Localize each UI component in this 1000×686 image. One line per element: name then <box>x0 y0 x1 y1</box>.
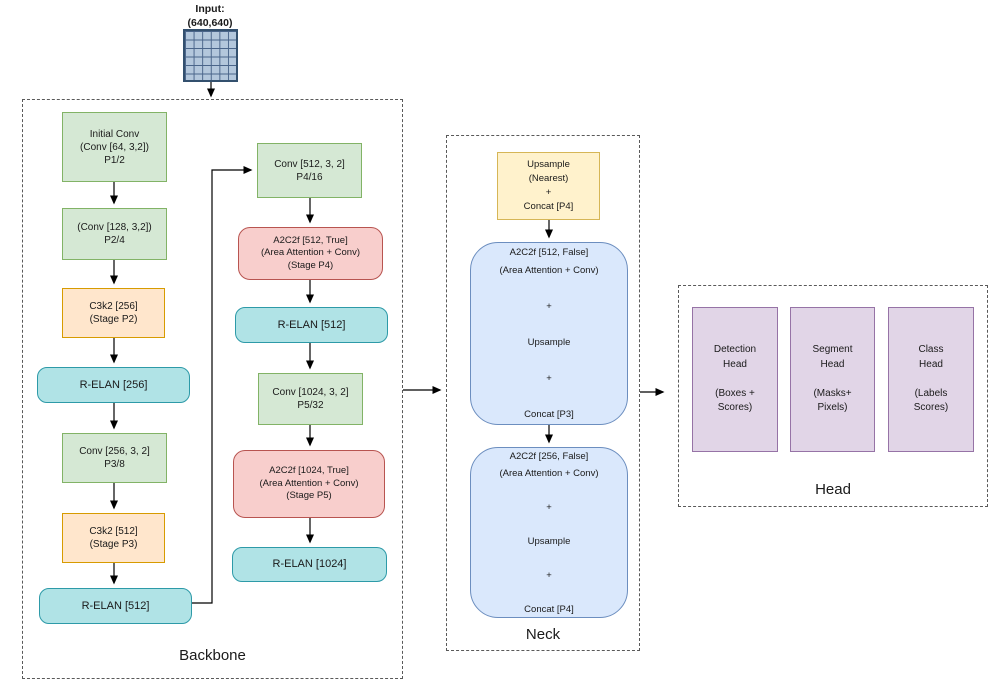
node-segment-head: Segment Head (Masks+ Pixels) <box>790 307 875 452</box>
node-conv-512: Conv [512, 3, 2] P4/16 <box>257 143 362 198</box>
node-c3k2-512: C3k2 [512] (Stage P3) <box>62 513 165 563</box>
node-a2c2f-512-false: A2C2f [512, False] (Area Attention + Con… <box>470 242 628 425</box>
head-label: Head <box>815 481 851 498</box>
neck-container: Neck <box>446 135 640 651</box>
backbone-container: Backbone <box>22 99 403 679</box>
node-conv-128: (Conv [128, 3,2]) P2/4 <box>62 208 167 260</box>
node-a2c2f-512-true: A2C2f [512, True] (Area Attention + Conv… <box>238 227 383 280</box>
node-r-elan-512-stage3: R-ELAN [512] <box>39 588 192 624</box>
input-image-grid <box>183 29 238 82</box>
neck-label: Neck <box>525 626 561 643</box>
node-initial-conv: Initial Conv (Conv [64, 3,2]) P1/2 <box>62 112 167 182</box>
node-detection-head: Detection Head (Boxes + Scores) <box>692 307 778 452</box>
head-container: Head <box>678 285 988 507</box>
node-a2c2f-1024-true: A2C2f [1024, True] (Area Attention + Con… <box>233 450 385 518</box>
node-r-elan-256: R-ELAN [256] <box>37 367 190 403</box>
backbone-label: Backbone <box>179 647 246 664</box>
node-class-head: Class Head (Labels Scores) <box>888 307 974 452</box>
node-conv-1024: Conv [1024, 3, 2] P5/32 <box>258 373 363 425</box>
node-r-elan-512-stage4: R-ELAN [512] <box>235 307 388 343</box>
input-label: Input: (640,640) <box>187 3 233 29</box>
node-upsample-concat: Upsample (Nearest) + Concat [P4] <box>497 152 600 220</box>
node-a2c2f-256-false: A2C2f [256, False] (Area Attention + Con… <box>470 447 628 618</box>
node-c3k2-256: C3k2 [256] (Stage P2) <box>62 288 165 338</box>
node-r-elan-1024: R-ELAN [1024] <box>232 547 387 582</box>
node-conv-256: Conv [256, 3, 2] P3/8 <box>62 433 167 483</box>
